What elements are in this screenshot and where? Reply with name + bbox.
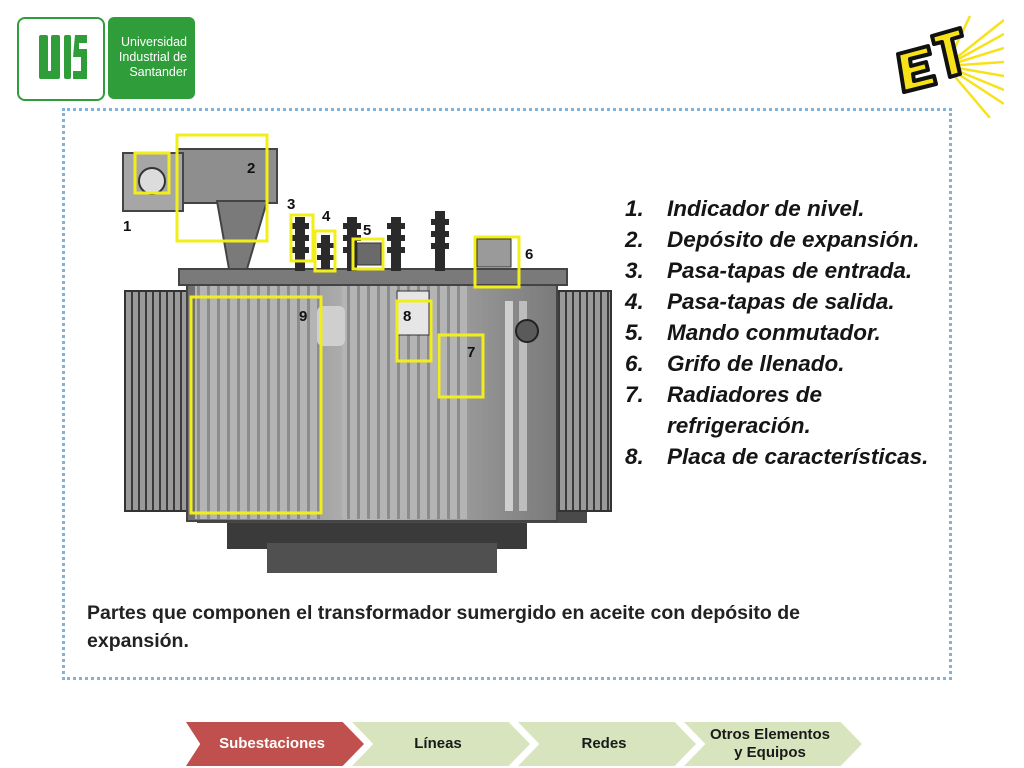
parts-legend: 1. Indicador de nivel. 2. Depósito de expa…	[625, 193, 967, 472]
legend-item: 4. Pasa-tapas de salida.	[625, 286, 967, 317]
legend-item: 1. Indicador de nivel.	[625, 193, 967, 224]
callout-label-6: 6	[525, 246, 533, 263]
content-frame: 1 2 3 4 5 6 7 8 9 1.Indicador de nivel. …	[62, 108, 952, 680]
legend-item: 7. Radiadores de refrigeración.	[625, 379, 967, 441]
callout-label-4: 4	[322, 208, 331, 225]
legend-number: 8.	[625, 444, 644, 469]
callout-box-2	[175, 133, 269, 243]
nav-tab-label: Subestaciones	[219, 735, 325, 752]
legend-number: 7.	[625, 382, 644, 407]
university-name-line-3: Santander	[129, 65, 187, 79]
figure-caption: Partes que componen el transformador sum…	[87, 602, 800, 652]
nav-tab-subestaciones[interactable]: Subestaciones	[186, 722, 364, 766]
legend-number: 3.	[625, 258, 644, 283]
legend-number: 5.	[625, 320, 644, 345]
callout-label-1: 1	[123, 218, 131, 235]
callout-box-1	[133, 151, 171, 195]
callout-label-8: 8	[403, 308, 411, 325]
legend-label: Radiadores de refrigeración.	[667, 382, 823, 438]
university-logo: Universidad Industrial de Santander	[17, 17, 195, 101]
nav-tab-label: Líneas	[414, 735, 462, 752]
callout-box-9	[189, 295, 323, 515]
callout-label-9: 9	[299, 308, 307, 325]
nav-tab-otros-elementos[interactable]: Otros Elementos y Equipos	[684, 722, 862, 766]
legend-label: Placa de características.	[667, 444, 929, 469]
legend-number: 1.	[625, 196, 644, 221]
nav-tab-label: Redes	[581, 735, 627, 752]
callout-box-7	[437, 333, 485, 399]
university-name: Universidad Industrial de Santander	[108, 17, 195, 99]
section-nav: Subestaciones Líneas Redes Otros Element…	[186, 722, 866, 768]
university-name-line-1: Universidad	[120, 35, 187, 49]
legend-item: 2. Depósito de expansión.	[625, 224, 967, 255]
legend-item: 6. Grifo de llenado.	[625, 348, 967, 379]
nav-tab-redes[interactable]: Redes	[518, 722, 696, 766]
callout-box-8	[395, 299, 433, 363]
callout-label-3: 3	[287, 196, 295, 213]
legend-number: 2.	[625, 227, 644, 252]
university-name-line-2: Industrial de	[118, 50, 187, 64]
legend-label: Mando conmutador.	[667, 320, 881, 345]
legend-label: Pasa-tapas de entrada.	[667, 258, 913, 283]
callout-label-5: 5	[363, 222, 371, 239]
transformer-figure: 1 2 3 4 5 6 7 8 9	[122, 133, 612, 573]
legend-item: 8. Placa de características.	[625, 441, 967, 472]
callout-box-5	[351, 237, 385, 271]
legend-item: 5. Mando conmutador.	[625, 317, 967, 348]
et-logo	[880, 14, 1005, 119]
legend-number: 6.	[625, 351, 644, 376]
callout-box-4	[313, 229, 337, 273]
callout-box-6	[473, 235, 521, 289]
callout-label-2: 2	[247, 160, 255, 177]
nav-tab-lineas[interactable]: Líneas	[352, 722, 530, 766]
callout-box-3	[289, 213, 315, 263]
nav-tab-label: Otros Elementos y Equipos	[709, 726, 831, 761]
legend-item: 3. Pasa-tapas de entrada.	[625, 255, 967, 286]
uis-mark-icon	[17, 17, 105, 101]
legend-label: Pasa-tapas de salida.	[667, 289, 895, 314]
legend-label: Grifo de llenado.	[667, 351, 845, 376]
legend-label: Depósito de expansión.	[667, 227, 920, 252]
callout-label-7: 7	[467, 344, 475, 361]
legend-label: Indicador de nivel.	[667, 196, 865, 221]
legend-number: 4.	[625, 289, 644, 314]
